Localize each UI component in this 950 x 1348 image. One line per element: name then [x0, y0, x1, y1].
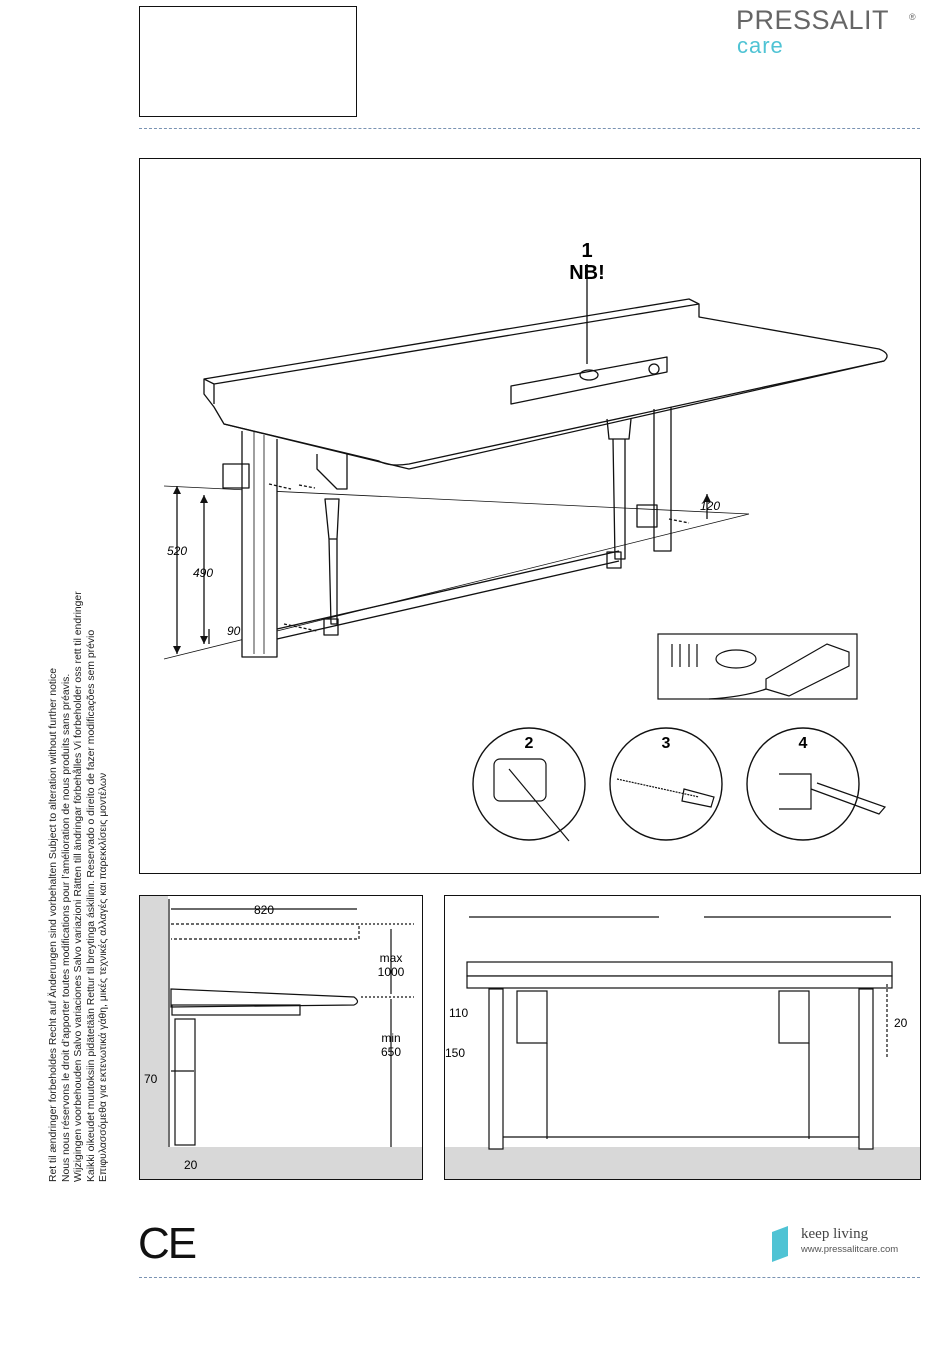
- side-view-frame: 820 max 1000 min 650 70 20: [139, 895, 423, 1180]
- ce-mark: CE: [138, 1219, 197, 1268]
- table-upstand: [204, 303, 700, 405]
- front-lift-right: [778, 990, 811, 1045]
- front-view-drawing: 110 150 20: [445, 916, 920, 1179]
- side-min-value: 650: [381, 1045, 401, 1059]
- keep-living-mark-icon: [772, 1226, 788, 1262]
- detail-circle-step4: [746, 727, 861, 842]
- right-lift-column: [606, 419, 633, 441]
- spirit-level-bubble: [648, 363, 661, 376]
- right-frame-leg: [653, 407, 673, 553]
- wall: [140, 896, 169, 1179]
- notice-line: Επιφυλασσόμεθα για εκτενωτικά γάθη, μικέ…: [98, 772, 110, 1182]
- front-view-frame: 110 150 20: [444, 895, 921, 1180]
- front-dim-150: 150: [445, 1046, 465, 1060]
- dim-490: 490: [193, 566, 213, 580]
- front-dim-20: 20: [894, 1016, 908, 1030]
- step2-number: 2: [525, 735, 534, 752]
- table-raised: [171, 923, 361, 941]
- notice-line: Kaikki oikeudet muutoksiin pidätetään Re…: [85, 629, 97, 1182]
- dim-520: 520: [167, 544, 187, 558]
- left-frame-leg: [241, 431, 279, 659]
- registered-mark: ®: [909, 12, 916, 22]
- step3-number: 3: [662, 735, 671, 752]
- front-floor: [445, 1147, 920, 1179]
- spirit-level-vial: [579, 369, 600, 382]
- side-max-value: 1000: [378, 965, 405, 979]
- notice-line: Wijzigingen voorbehouden Salvo variacion…: [73, 591, 85, 1182]
- slogan: keep living: [801, 1226, 869, 1242]
- dim-90: 90: [227, 624, 241, 638]
- front-table-top: [466, 961, 894, 978]
- main-installation-drawing: 1 NB! 520 490 90 120 2: [164, 240, 889, 842]
- detail-circle-step3: [609, 727, 724, 842]
- step1-number: 1: [582, 240, 593, 262]
- front-leg-right: [858, 988, 875, 1151]
- table-lowered: [170, 988, 359, 1009]
- step1-note: NB!: [570, 262, 606, 284]
- front-lift-left: [516, 990, 549, 1045]
- front-dim-110: 110: [449, 1006, 468, 1020]
- divider-top: [139, 128, 920, 129]
- floor: [140, 1147, 422, 1179]
- side-dim-820: 820: [254, 903, 274, 917]
- side-frame: [174, 1018, 197, 1147]
- legal-notice: Ret til ændringer forbeholdes Recht auf …: [48, 422, 111, 1182]
- step4-number: 4: [799, 735, 808, 752]
- side-max-label: max: [380, 951, 403, 965]
- side-view-drawing: 820 max 1000 min 650 70 20: [140, 896, 422, 1179]
- left-lift-column: [316, 454, 349, 491]
- notice-line: Nous nous réservons le droit d’apporter …: [60, 673, 72, 1182]
- side-dim-20: 20: [184, 1158, 198, 1172]
- dim-120: 120: [700, 499, 720, 513]
- detail-circle-step2: [472, 727, 587, 842]
- wall-bracket-right: [636, 504, 659, 529]
- website-url: www.pressalitcare.com: [801, 1244, 899, 1255]
- rail-bracket-left: [323, 618, 340, 637]
- table-edge: [224, 360, 885, 471]
- brand-sub: care: [737, 33, 784, 58]
- notice-line: Ret til ændringer forbeholdes Recht auf …: [48, 667, 59, 1182]
- rail-bracket: [606, 551, 623, 570]
- screw-set-icon: [671, 643, 851, 701]
- blank-label-box: [139, 6, 357, 117]
- brand-name: PRESSALIT: [736, 5, 890, 35]
- bottom-rail: [277, 550, 620, 641]
- side-dim-70: 70: [144, 1072, 158, 1086]
- main-figure-frame: 1 NB! 520 490 90 120 2: [139, 158, 921, 874]
- front-leg-left: [488, 988, 505, 1151]
- wall-bracket-left: [222, 463, 251, 490]
- side-min-label: min: [382, 1031, 401, 1045]
- divider-bottom: [139, 1277, 920, 1278]
